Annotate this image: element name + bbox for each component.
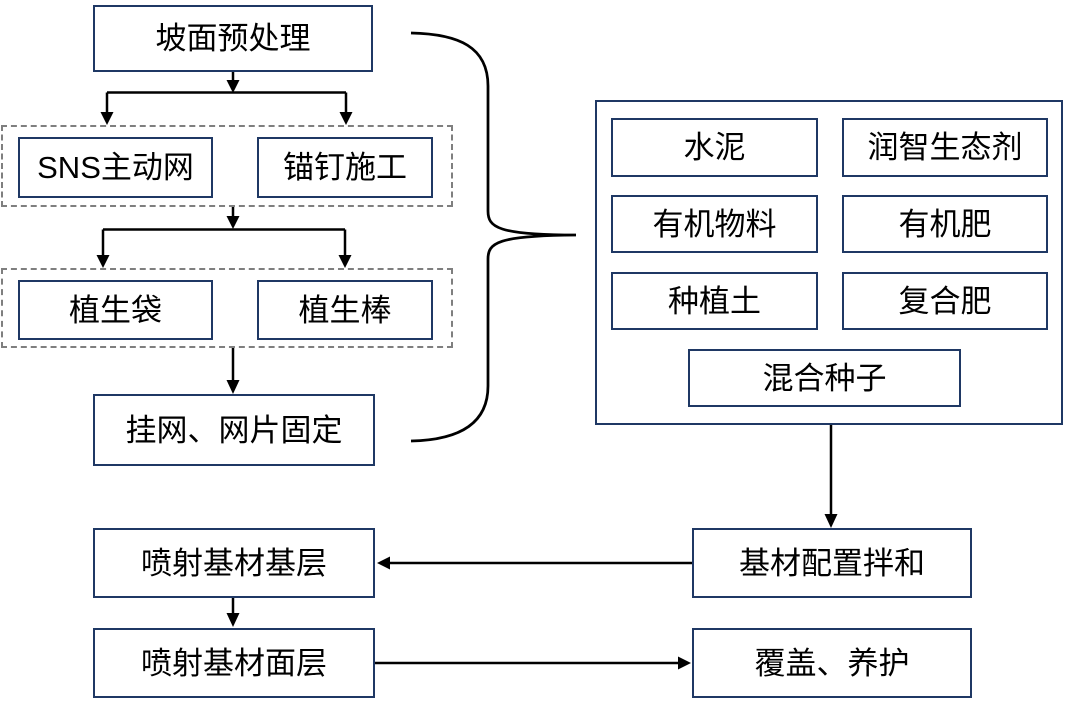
node-label: SNS主动网 — [37, 150, 194, 185]
node-label: 复合肥 — [898, 283, 992, 319]
node-vegetation-bag: 植生袋 — [18, 280, 213, 340]
node-label: 坡面预处理 — [155, 21, 311, 56]
arrow-group1-to-splitter2 — [226, 207, 240, 229]
arrow-splitter1-to-anchor — [339, 92, 353, 125]
node-compound-fertilizer: 复合肥 — [842, 272, 1048, 330]
node-label: 喷射基材面层 — [141, 645, 327, 681]
node-mixed-seeds: 混合种子 — [688, 349, 961, 407]
node-organic-fertilizer: 有机肥 — [842, 195, 1048, 253]
node-label: 有机肥 — [898, 206, 992, 242]
node-label: 覆盖、养护 — [754, 645, 910, 681]
node-spray-substrate-surface-layer: 喷射基材面层 — [93, 628, 375, 698]
node-net-hanging-fixing: 挂网、网片固定 — [93, 394, 375, 466]
node-label: 植生袋 — [69, 292, 162, 328]
grouping-brace — [410, 31, 577, 443]
arrow-group2-to-net-hanging — [226, 348, 240, 394]
node-sns-active-net: SNS主动网 — [18, 137, 213, 198]
node-label: 有机物料 — [652, 206, 777, 242]
node-cover-maintenance: 覆盖、养护 — [692, 628, 972, 698]
node-spray-substrate-base-layer: 喷射基材基层 — [93, 528, 375, 598]
arrow-spray-base-to-spray-surface — [226, 598, 240, 627]
node-anchor-bolt-construction: 锚钉施工 — [257, 137, 433, 198]
node-vegetation-rod: 植生棒 — [257, 280, 433, 340]
arrow-materials-to-substrate-mixing — [824, 425, 838, 528]
arrow-splitter2-to-vegetation-bag — [96, 229, 110, 268]
arrow-spray-surface-to-cover — [375, 656, 691, 670]
node-planting-soil: 种植土 — [611, 272, 818, 330]
node-label: 种植土 — [668, 283, 761, 319]
node-label: 润智生态剂 — [867, 130, 1023, 165]
arrow-substrate-mixing-to-spray-base — [377, 556, 692, 570]
arrow-slope-to-splitter1 — [226, 72, 240, 93]
node-label: 基材配置拌和 — [739, 545, 925, 581]
arrow-splitter1-to-sns-net — [100, 92, 114, 125]
node-label: 喷射基材基层 — [141, 545, 327, 581]
node-label: 锚钉施工 — [283, 150, 407, 185]
node-substrate-preparation-mixing: 基材配置拌和 — [692, 528, 972, 598]
dashed-group-net-anchor — [1, 125, 453, 207]
node-label: 植生棒 — [298, 292, 392, 328]
dashed-group-vegetation — [1, 268, 453, 348]
node-runzhi-ecological-agent: 润智生态剂 — [842, 118, 1048, 177]
node-organic-material: 有机物料 — [611, 195, 818, 253]
node-label: 挂网、网片固定 — [125, 412, 343, 448]
node-label: 混合种子 — [762, 360, 887, 396]
node-cement: 水泥 — [611, 118, 818, 177]
node-slope-pretreatment: 坡面预处理 — [93, 5, 373, 72]
arrow-splitter2-to-vegetation-rod — [338, 229, 352, 268]
node-label: 水泥 — [683, 130, 746, 165]
